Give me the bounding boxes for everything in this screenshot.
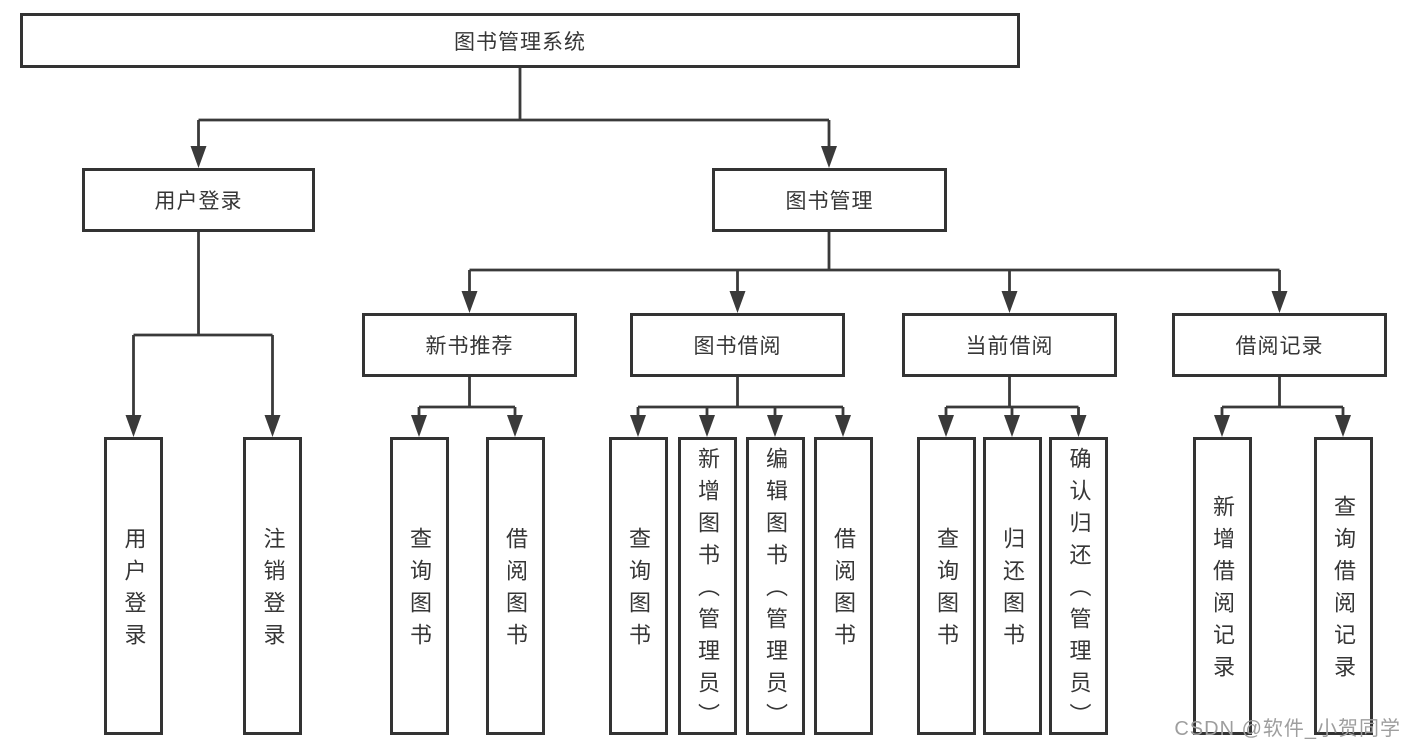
node-label-cur-confirm: 确认归还（管理员） xyxy=(1066,447,1092,735)
node-record-add: 新增借阅记录 xyxy=(1192,437,1252,735)
node-label-new-recommend: 新书推荐 xyxy=(425,335,514,358)
node-user-login: 用户登录 xyxy=(82,168,315,232)
node-cur-query: 查询图书 xyxy=(916,437,976,735)
node-label-cur-query: 查询图书 xyxy=(934,527,959,655)
node-label-current-borrow: 当前借阅 xyxy=(965,335,1054,358)
node-record-query: 查询借阅记录 xyxy=(1313,437,1373,735)
node-label-rec-borrow: 借阅图书 xyxy=(503,527,528,655)
node-label-cur-return: 归还图书 xyxy=(1000,527,1025,655)
node-label-record-add: 新增借阅记录 xyxy=(1210,495,1235,687)
node-label-bor-borrow: 借阅图书 xyxy=(831,527,856,655)
node-label-record-query: 查询借阅记录 xyxy=(1331,495,1356,687)
node-login-logout: 注销登录 xyxy=(243,437,302,735)
node-book-borrow: 图书借阅 xyxy=(630,313,845,377)
csdn-watermark: CSDN @软件_小贺同学 xyxy=(1174,718,1401,740)
node-login-user: 用户登录 xyxy=(104,437,163,735)
node-label-user-login: 用户登录 xyxy=(154,190,243,213)
node-bor-query: 查询图书 xyxy=(608,437,668,735)
node-rec-query: 查询图书 xyxy=(389,437,449,735)
node-label-root: 图书管理系统 xyxy=(454,30,586,54)
node-borrow-records: 借阅记录 xyxy=(1172,313,1387,377)
node-label-bor-edit: 编辑图书（管理员） xyxy=(763,447,788,735)
node-bor-edit: 编辑图书（管理员） xyxy=(745,437,805,735)
node-book-manage: 图书管理 xyxy=(712,168,947,232)
node-cur-return: 归还图书 xyxy=(982,437,1042,735)
node-label-borrow-records: 借阅记录 xyxy=(1235,335,1324,358)
node-label-bor-query: 查询图书 xyxy=(626,527,651,655)
node-label-login-user: 用户登录 xyxy=(121,527,147,655)
node-bor-borrow: 借阅图书 xyxy=(813,437,873,735)
node-label-book-borrow: 图书借阅 xyxy=(693,335,782,358)
node-cur-confirm: 确认归还（管理员） xyxy=(1049,437,1108,735)
node-label-bor-add: 新增图书（管理员） xyxy=(695,447,720,735)
node-new-recommend: 新书推荐 xyxy=(362,313,577,377)
node-label-book-manage: 图书管理 xyxy=(785,190,874,213)
node-label-rec-query: 查询图书 xyxy=(407,527,432,655)
node-rec-borrow: 借阅图书 xyxy=(485,437,545,735)
node-current-borrow: 当前借阅 xyxy=(902,313,1117,377)
node-root: 图书管理系统 xyxy=(20,13,1020,68)
node-label-login-logout: 注销登录 xyxy=(260,527,286,655)
node-bor-add: 新增图书（管理员） xyxy=(677,437,737,735)
